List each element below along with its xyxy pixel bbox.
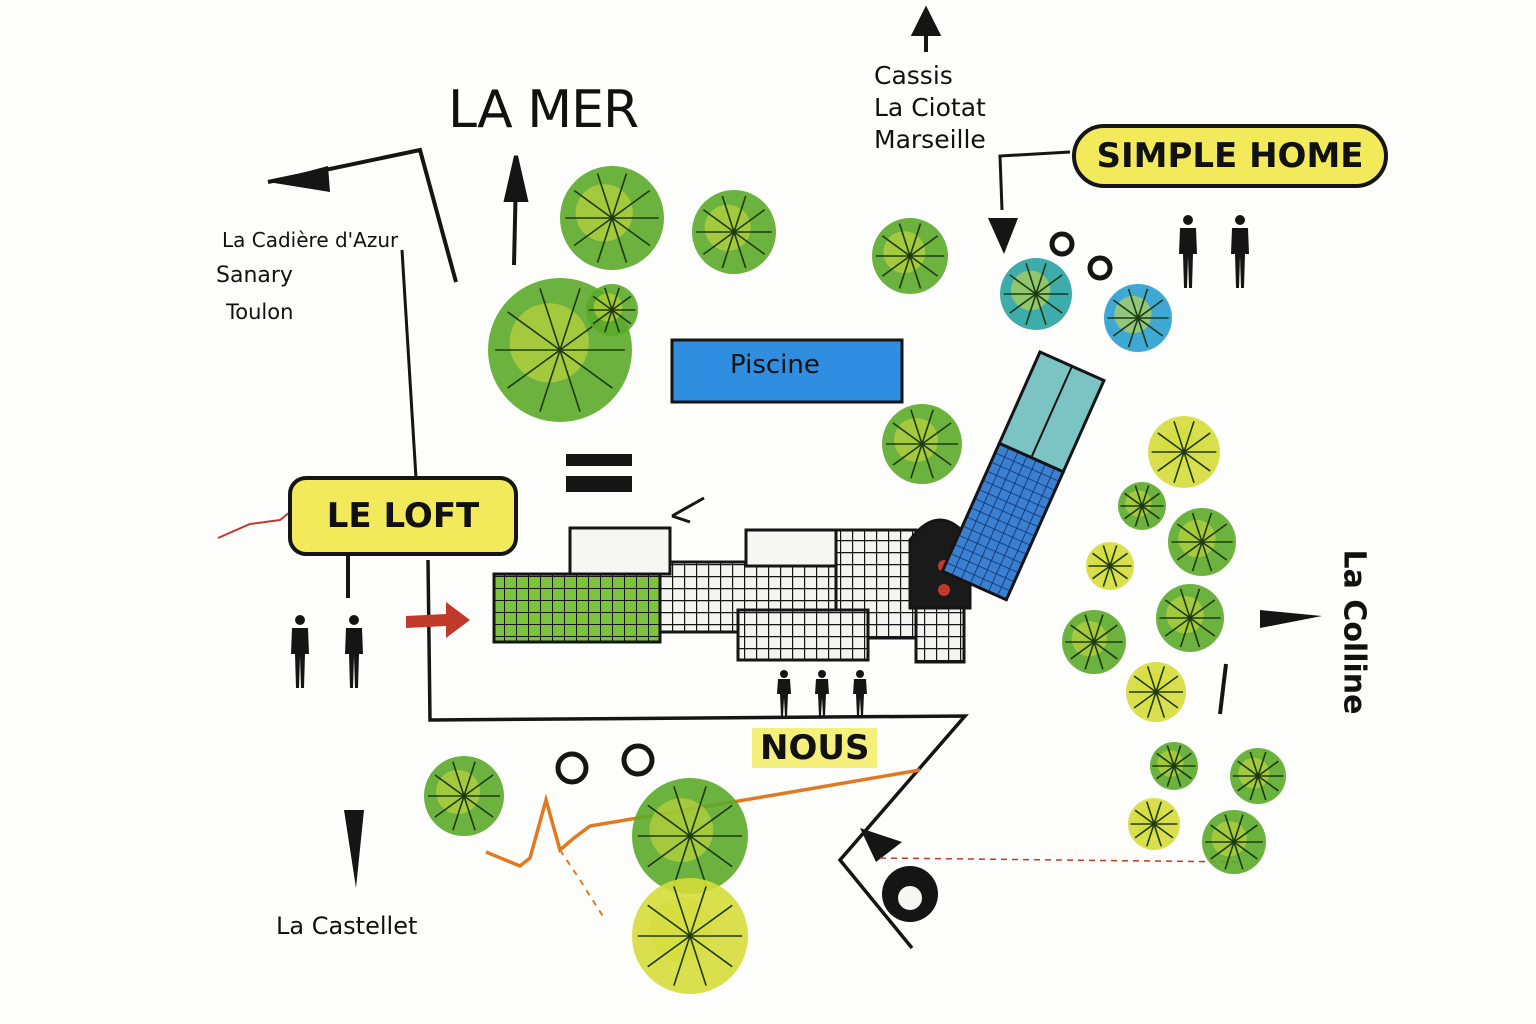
building-terrace-west — [568, 526, 672, 576]
rocks — [555, 231, 1113, 785]
vegetation — [424, 166, 1286, 994]
destination-marseille: Marseille — [874, 125, 986, 154]
road-east-connector — [998, 150, 1071, 211]
bush-icon — [882, 404, 962, 484]
building-south — [736, 608, 870, 662]
person-figure — [777, 670, 791, 716]
boulder — [882, 866, 938, 922]
arrow-road-icon — [860, 828, 902, 862]
orange-path-branch — [559, 849, 605, 919]
bush-icon — [1118, 482, 1166, 530]
destinations-north-east: Cassis La Ciotat Marseille — [874, 60, 986, 156]
road-south — [426, 559, 969, 950]
person-figure — [1231, 215, 1249, 288]
bush-icon — [1156, 584, 1224, 652]
arrow-south-icon — [344, 810, 364, 888]
bush-icon — [424, 756, 504, 836]
bush-icon — [1062, 610, 1126, 674]
pool-label: Piscine — [730, 350, 820, 380]
bush-icon — [1168, 508, 1236, 576]
bush-icon — [1000, 258, 1072, 330]
arrow-east-hills-icon — [1260, 610, 1322, 628]
bush-icon — [1128, 798, 1180, 850]
destination-south: La Castellet — [276, 912, 418, 940]
arrow-red-icon — [406, 602, 470, 638]
arrow-west-icon — [268, 166, 330, 192]
building-wing-angled — [940, 350, 1106, 602]
simple-home-label[interactable]: SIMPLE HOME — [1072, 124, 1388, 188]
bush-icon — [560, 166, 664, 270]
hills-tick — [1218, 663, 1228, 715]
bush-icon — [488, 278, 632, 422]
bush-icon — [872, 218, 948, 294]
building-south-east — [914, 598, 966, 664]
destinations-west: La Cadière d'Azur Sanary Toulon — [216, 222, 399, 330]
person-figure — [345, 615, 363, 688]
destination-cassis: Cassis — [874, 61, 953, 90]
bush-icon — [1148, 416, 1220, 488]
bush-icon — [1104, 284, 1172, 352]
person-figure — [815, 670, 829, 716]
bush-icon — [1086, 542, 1134, 590]
bush-icon — [1150, 742, 1198, 790]
road-west-vertical — [400, 249, 418, 479]
destination-sanary: Sanary — [216, 263, 293, 288]
nous-label[interactable]: NOUS — [752, 728, 878, 768]
destination-la-cadiere: La Cadière d'Azur — [222, 228, 399, 252]
bush-icon — [1202, 810, 1266, 874]
person-figure — [291, 615, 309, 688]
sea-label: LA MER — [448, 80, 639, 140]
arrow-down-simple-home-icon — [988, 218, 1018, 254]
arrow-north-sea-icon — [503, 155, 529, 266]
person-figure — [853, 670, 867, 716]
building-terrace-mid — [744, 528, 838, 568]
red-mark-west — [217, 511, 291, 539]
bush-icon — [1126, 662, 1186, 722]
pool — [670, 338, 904, 404]
person-figure — [1179, 215, 1197, 288]
hills-label: La Colline — [1336, 549, 1372, 715]
building-wing-west — [492, 572, 662, 644]
bush-icon — [632, 778, 748, 894]
arrow-north-icon — [910, 5, 942, 52]
le-loft-label[interactable]: LE LOFT — [288, 476, 518, 556]
red-dashed-path — [879, 857, 1241, 863]
bush-icon — [692, 190, 776, 274]
destination-la-ciotat: La Ciotat — [874, 93, 986, 122]
bush-icon — [586, 284, 638, 336]
bush-icon — [632, 878, 748, 994]
bush-icon — [1230, 748, 1286, 804]
destination-toulon: Toulon — [226, 300, 294, 324]
